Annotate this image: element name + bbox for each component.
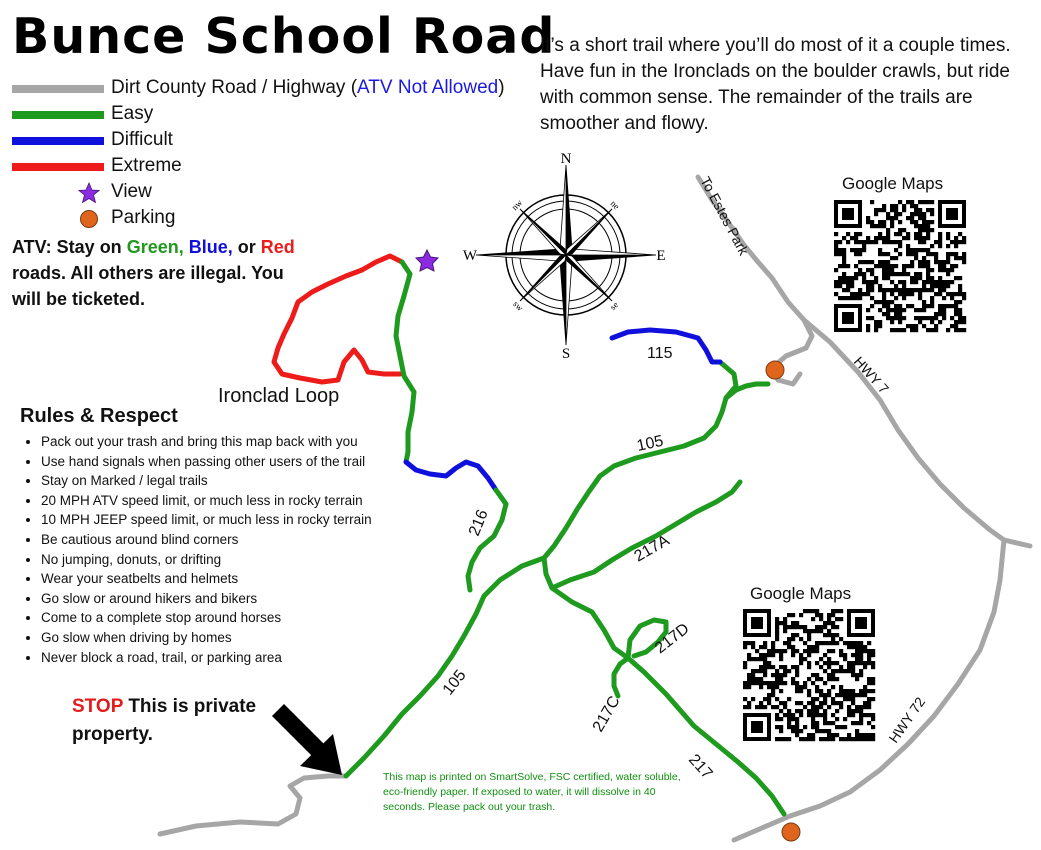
- trail-217c: [611, 655, 631, 699]
- label-route-217c: 217C: [590, 693, 624, 735]
- road-bunce-school: [157, 773, 349, 837]
- atv-notice: ATV: Stay on Green, Blue, or Red roads. …: [12, 237, 295, 309]
- road-hwy-7: [801, 317, 1033, 549]
- trail-105: [343, 359, 739, 779]
- legend-parking-icon: [80, 210, 98, 228]
- trail-216-difficult: [403, 459, 499, 493]
- compass-nw: nw: [509, 197, 524, 212]
- label-route-105-bottom: 105: [440, 667, 470, 699]
- legend-swatch-blue: [12, 137, 104, 145]
- qr-code-google-maps-bottom[interactable]: [743, 609, 876, 742]
- trail-217d: [625, 617, 669, 661]
- trail-ironclad-easy: [393, 259, 417, 465]
- rule-item: Wear your seatbelts and helmets: [41, 569, 372, 589]
- label-route-115: 115: [647, 345, 673, 362]
- rule-item: Never block a road, trail, or parking ar…: [41, 648, 372, 668]
- label-route-105-top: 105: [635, 433, 665, 455]
- qr-code-google-maps-top[interactable]: [834, 200, 967, 333]
- label-hwy-72: HWY 72: [885, 694, 928, 746]
- legend-label-parking: Parking: [111, 207, 176, 228]
- rule-item: 20 MPH ATV speed limit, or much less in …: [41, 491, 372, 511]
- rule-item: Be cautious around blind corners: [41, 530, 372, 550]
- legend-swatch-red: [12, 163, 104, 171]
- legend-star-icon: [78, 182, 100, 204]
- stop-word: STOP: [72, 696, 124, 717]
- page-title: Bunce School Road: [12, 8, 556, 65]
- compass-sw: sw: [511, 299, 525, 313]
- legend-atv-not-allowed: ATV Not Allowed: [357, 77, 499, 98]
- legend-label-view: View: [111, 181, 152, 202]
- compass-w: W: [463, 248, 478, 264]
- compass-ne: ne: [609, 198, 622, 211]
- legend-swatch-gray: [12, 85, 104, 93]
- stop-private-property: STOP This is private property.: [72, 696, 257, 745]
- parking-marker-hwy72: [781, 822, 801, 842]
- compass-e: E: [656, 248, 665, 264]
- qr-label-bottom: Google Maps: [750, 584, 852, 603]
- compass-se: se: [608, 300, 620, 312]
- trail-216: [465, 487, 509, 593]
- rules-heading: Rules & Respect: [20, 405, 178, 427]
- legend-swatch-green: [12, 111, 104, 119]
- trail-description: It’s a short trail where you’ll do most …: [540, 35, 1011, 134]
- stop-arrow-icon: [271, 703, 342, 775]
- legend-label-easy: Easy: [111, 103, 154, 124]
- trail-115-difficult: [609, 327, 723, 365]
- rule-item: Go slow or around hikers and bikers: [41, 589, 372, 609]
- qr-label-top: Google Maps: [842, 174, 944, 193]
- rules-list: Pack out your trash and bring this map b…: [20, 432, 372, 667]
- rule-item: Go slow when driving by homes: [41, 628, 372, 648]
- label-route-217: 217: [685, 751, 716, 782]
- parking-marker-hwy7: [765, 360, 785, 380]
- label-route-217d: 217D: [652, 620, 693, 657]
- compass-n: N: [561, 151, 572, 167]
- label-route-216: 216: [466, 507, 492, 538]
- legend-label-extreme: Extreme: [111, 155, 182, 176]
- compass-rose-icon: N S E W nw ne sw se: [463, 151, 666, 362]
- rule-item: Come to a complete stop around horses: [41, 608, 372, 628]
- label-ironclad-loop: Ironclad Loop: [218, 385, 340, 407]
- road-hwy-72: [731, 537, 1007, 843]
- paper-footnote: This map is printed on SmartSolve, FSC c…: [383, 771, 681, 813]
- trail-217a: [541, 479, 743, 591]
- trail-ironclad-extreme: [271, 253, 405, 385]
- legend-label-dirt-road: Dirt County Road / Highway (ATV Not Allo…: [111, 77, 505, 98]
- legend-label-difficult: Difficult: [111, 129, 173, 150]
- rule-item: 10 MPH JEEP speed limit, or much less in…: [41, 510, 372, 530]
- compass-s: S: [562, 346, 570, 362]
- rules-section: Rules & Respect Pack out your trash and …: [20, 405, 372, 667]
- trail-105-parking-spur: [723, 381, 771, 401]
- label-to-estes-park: To Estes Park: [697, 174, 752, 259]
- rule-item: Stay on Marked / legal trails: [41, 471, 372, 491]
- trail-217: [549, 585, 787, 817]
- view-star-icon: [414, 248, 440, 272]
- rule-item: Use hand signals when passing other user…: [41, 452, 372, 472]
- rule-item: No jumping, donuts, or drifting: [41, 550, 372, 570]
- rule-item: Pack out your trash and bring this map b…: [41, 432, 372, 452]
